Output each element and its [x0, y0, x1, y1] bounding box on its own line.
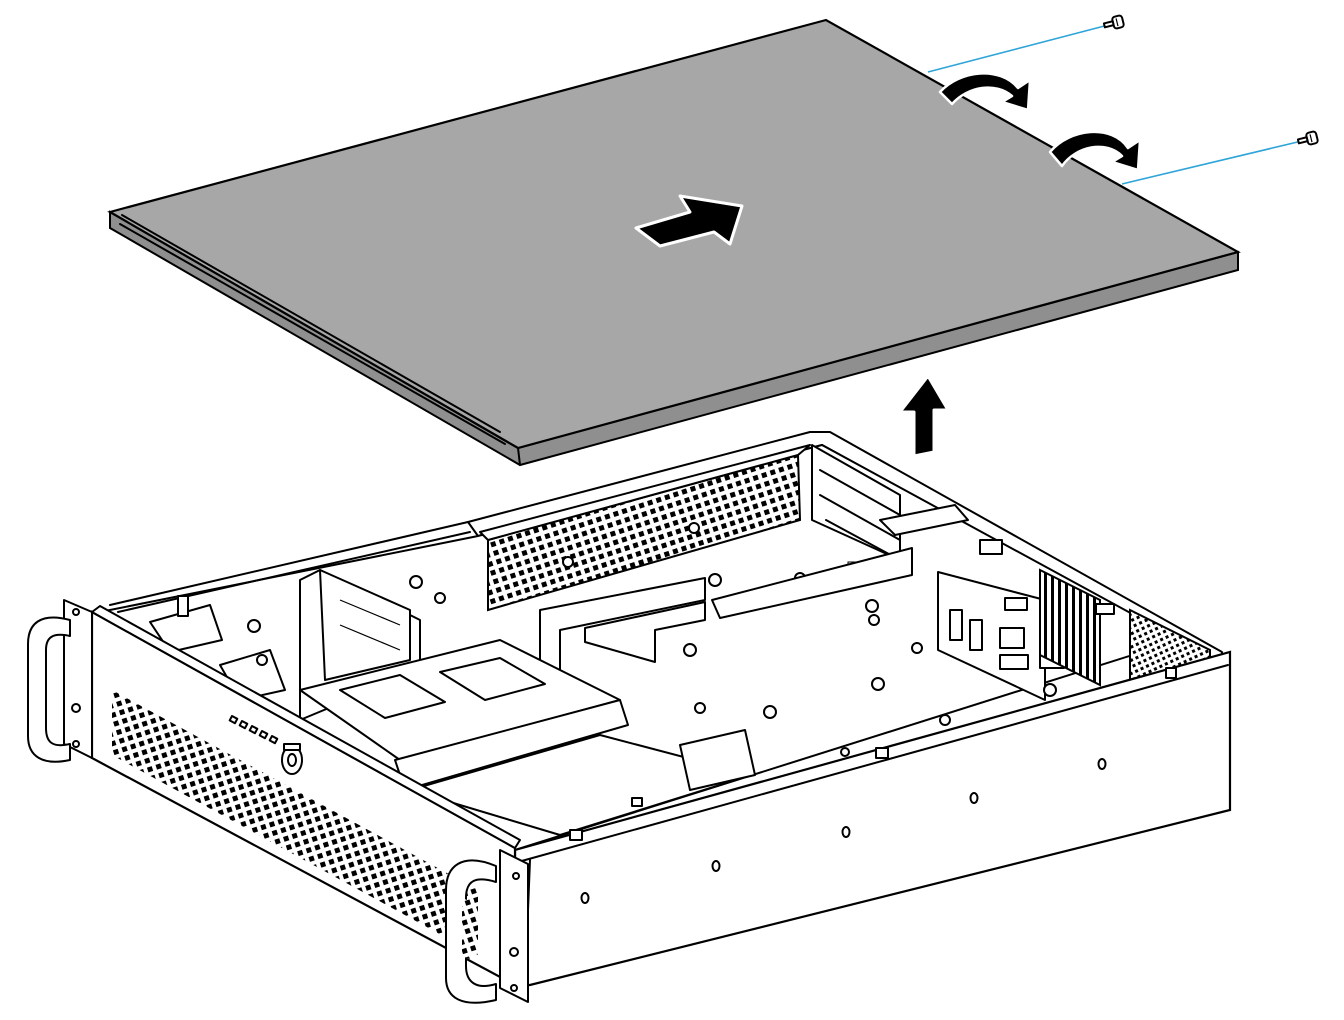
- screw-icon: [1102, 14, 1125, 30]
- rotate-ccw-icon: [1048, 130, 1142, 172]
- drive-cage: [299, 569, 756, 836]
- rotate-ccw-icon: [938, 72, 1032, 112]
- right-wall-screw-holes: [580, 758, 1107, 904]
- chassis: [27, 431, 1232, 1004]
- front-internal-bracket: [149, 595, 286, 701]
- front-lock-icon: [281, 743, 303, 775]
- expansion-slots: [811, 444, 969, 577]
- arrow-right-icon: [634, 194, 744, 248]
- right-wall-notches: [569, 667, 1177, 841]
- arrow-up-icon: [898, 374, 950, 458]
- screw-axis-lines: [927, 23, 1307, 185]
- right-rack-handle: [445, 849, 529, 1004]
- screw-icon: [1296, 130, 1319, 146]
- front-vent-grille: [112, 690, 478, 955]
- riser-bracket: [539, 547, 913, 691]
- chassis-left-rail: [109, 521, 469, 606]
- left-rack-handle: [27, 599, 93, 763]
- front-led-indicators: [228, 714, 279, 745]
- motherboard-standoffs: [247, 522, 951, 757]
